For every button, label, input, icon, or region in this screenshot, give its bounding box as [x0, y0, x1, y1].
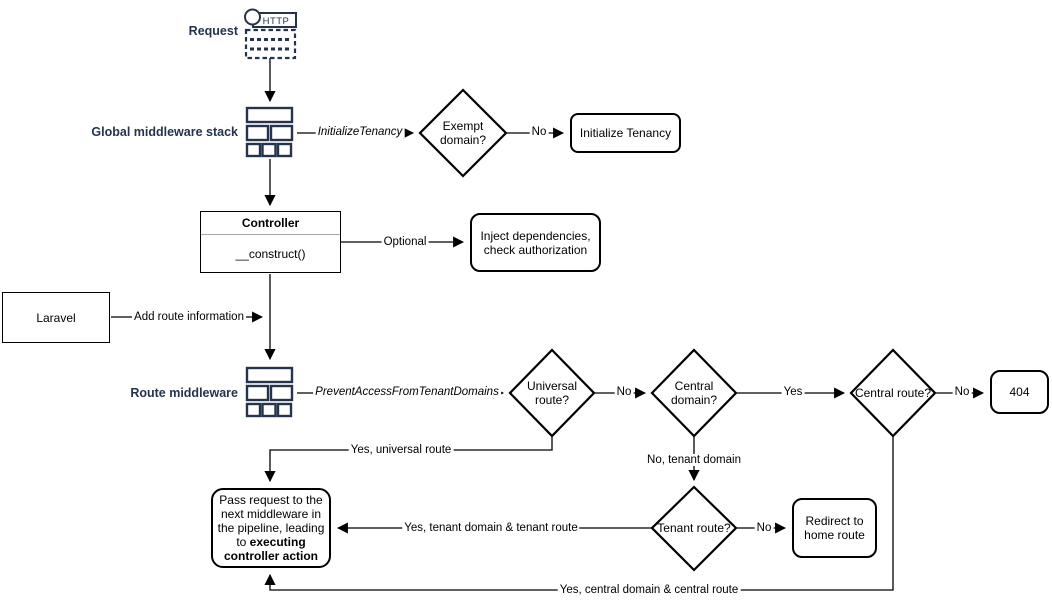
global-middleware-stack-label: Global middleware stack	[91, 125, 238, 139]
controller-title: Controller	[201, 212, 340, 235]
decision-tenant-route	[650, 485, 738, 572]
decision-label-universal-route: Universal route?	[526, 379, 577, 407]
node-label: 404	[1009, 385, 1030, 399]
edge-label-tenant-no: No	[754, 522, 774, 534]
decision-central-domain	[650, 348, 738, 438]
middleware-stack-icon	[244, 106, 296, 159]
decision-label-central-domain: Central domain?	[670, 379, 718, 407]
edge-label-central-route-no: No	[952, 386, 972, 398]
node-controller: Controller __construct()	[200, 211, 341, 273]
decision-exempt-domain	[418, 88, 508, 178]
node-label: Initialize Tenancy	[579, 126, 672, 140]
node-initialize-tenancy: Initialize Tenancy	[570, 113, 681, 153]
decision-label-exempt-domain: Exempt domain?	[439, 119, 487, 147]
node-label: Laravel	[36, 310, 76, 325]
edge-label-no-tenant-domain: No, tenant domain	[645, 454, 743, 466]
http-icon-label: HTTP	[263, 16, 290, 27]
middleware-stack-icon	[244, 366, 296, 419]
decision-central-route	[849, 348, 937, 438]
pass-request-emphasis: executing controller action	[223, 535, 318, 563]
edge-label-yes-central-route: Yes, central domain & central route	[557, 584, 741, 596]
http-request-icon: HTTP	[243, 6, 299, 60]
node-pass-request: Pass request to the next middleware in t…	[211, 488, 331, 568]
edge-label-universal-no: No	[614, 386, 634, 398]
edge-label-optional: Optional	[381, 236, 429, 248]
node-redirect-home: Redirect to home route	[792, 498, 877, 558]
decision-label-central-route: Central route?	[854, 386, 932, 400]
edge-label-exempt-no: No	[529, 126, 549, 138]
request-label: Request	[188, 24, 238, 38]
edge-label-prevent-access: PreventAccessFromTenantDomains	[313, 386, 501, 398]
node-label: Inject dependencies, check authorization	[480, 228, 591, 257]
node-label: Redirect to home route	[804, 514, 865, 542]
decision-universal-route	[508, 348, 596, 438]
edge-label-yes-universal-route: Yes, universal route	[348, 444, 454, 456]
decision-label-tenant-route: Tenant route?	[657, 521, 731, 535]
node-404: 404	[990, 370, 1049, 414]
controller-method: __construct()	[235, 246, 306, 261]
node-laravel: Laravel	[2, 292, 110, 343]
edge-label-yes-tenant-route: Yes, tenant domain & tenant route	[402, 522, 580, 534]
node-inject-dependencies: Inject dependencies, check authorization	[470, 213, 601, 272]
edge-label-initialize-tenancy: InitializeTenancy	[315, 126, 405, 138]
route-middleware-label: Route middleware	[130, 386, 238, 400]
node-label: Pass request to the next middleware in t…	[217, 493, 325, 563]
edge-label-central-domain-yes: Yes	[781, 386, 805, 398]
edge-label-add-route-information: Add route information	[132, 311, 246, 323]
